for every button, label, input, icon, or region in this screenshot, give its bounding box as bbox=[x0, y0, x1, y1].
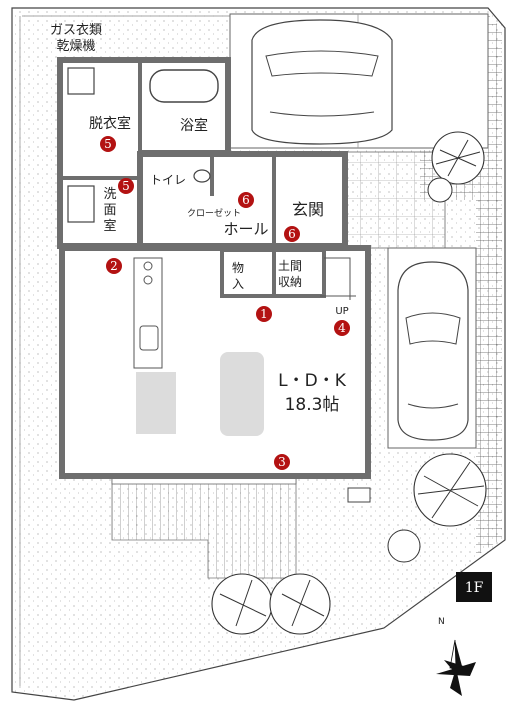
badge-2: 2 bbox=[106, 258, 122, 274]
label-earth-storage-1: 土間 bbox=[278, 259, 302, 273]
badge-3: 3 bbox=[274, 454, 290, 470]
badge-1: 1 bbox=[256, 306, 272, 322]
label-entrance: 玄関 bbox=[292, 200, 324, 219]
badge-5b: 5 bbox=[118, 178, 134, 194]
badge-6a: 6 bbox=[238, 192, 254, 208]
kitchen-counter bbox=[133, 257, 163, 369]
bathtub-icon bbox=[149, 69, 219, 103]
svg-text:1F: 1F bbox=[465, 580, 484, 596]
outdoor-unit-icon bbox=[347, 487, 371, 503]
label-up: UP bbox=[335, 306, 348, 317]
porch-tiles bbox=[344, 151, 446, 249]
label-ldk: L・D・K bbox=[278, 371, 347, 391]
label-toilet: トイレ bbox=[150, 173, 186, 187]
svg-text:6: 6 bbox=[288, 227, 296, 241]
label-washroom-3: 室 bbox=[103, 218, 116, 234]
dryer-icon bbox=[67, 67, 95, 95]
sofa bbox=[220, 352, 264, 436]
tree-icon bbox=[387, 453, 487, 563]
label-dryer: ガス衣類 bbox=[50, 22, 102, 38]
label-dressing-room: 脱衣室 bbox=[89, 115, 131, 132]
badge-4: 4 bbox=[334, 320, 350, 336]
tree-icon bbox=[211, 573, 331, 635]
label-bathroom: 浴室 bbox=[180, 117, 208, 134]
toilet-icon bbox=[193, 169, 211, 183]
svg-text:6: 6 bbox=[242, 193, 250, 207]
washbasin-icon bbox=[67, 185, 95, 223]
dining-table bbox=[136, 372, 176, 434]
building bbox=[57, 57, 371, 479]
svg-text:5: 5 bbox=[122, 179, 130, 193]
label-hall: ホール bbox=[223, 220, 268, 238]
car-icon bbox=[251, 19, 393, 145]
label-closet: クローゼット bbox=[187, 207, 241, 219]
badge-6b: 6 bbox=[284, 226, 300, 242]
svg-text:4: 4 bbox=[338, 321, 346, 335]
label-washroom-1: 洗 bbox=[103, 187, 116, 202]
tree-icon bbox=[427, 131, 485, 203]
label-dryer2: 乾燥機 bbox=[56, 39, 95, 54]
car-icon bbox=[397, 261, 469, 441]
label-washroom-2: 面 bbox=[103, 203, 116, 218]
svg-text:5: 5 bbox=[104, 137, 112, 151]
stairs bbox=[320, 257, 356, 300]
svg-text:2: 2 bbox=[110, 259, 118, 273]
label-ldk-size: 18.3帖 bbox=[285, 395, 340, 415]
svg-text:1: 1 bbox=[260, 307, 268, 321]
svg-text:3: 3 bbox=[278, 455, 286, 469]
badge-5a: 5 bbox=[100, 136, 116, 152]
label-storage-2: 入 bbox=[232, 277, 244, 291]
label-storage-1: 物 bbox=[232, 261, 244, 275]
compass-n-label: N bbox=[438, 617, 445, 627]
label-earth-storage-2: 収納 bbox=[278, 275, 302, 289]
compass-icon: N bbox=[436, 617, 476, 696]
floor-tag: 1F bbox=[456, 572, 492, 602]
